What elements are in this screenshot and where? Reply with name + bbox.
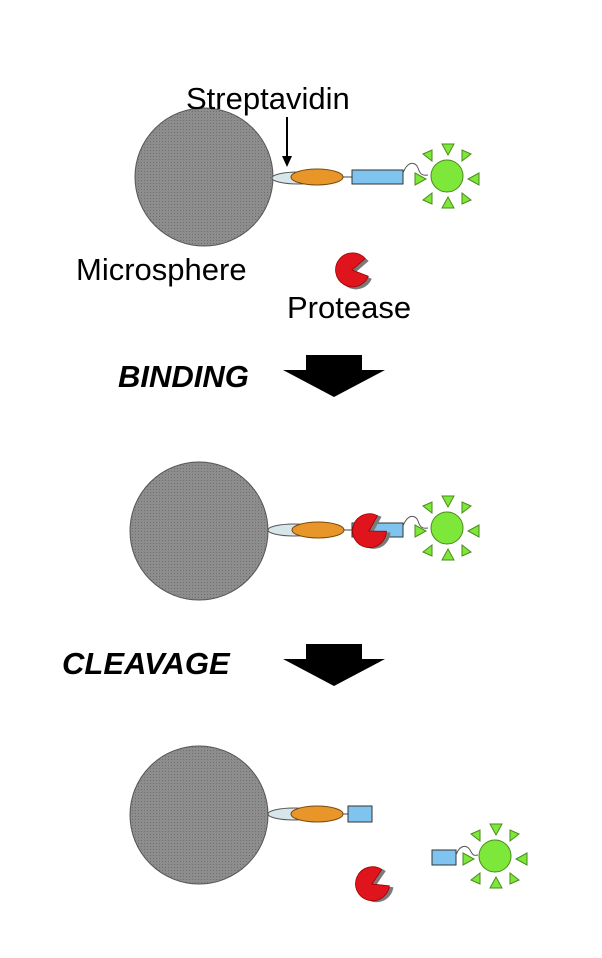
microsphere-label: Microsphere <box>76 252 247 287</box>
sun-icon <box>462 823 528 889</box>
fluor-tether-2 <box>402 515 429 529</box>
binding-step-label: BINDING <box>118 359 249 394</box>
microsphere-1 <box>134 107 274 247</box>
pacman-icon <box>349 860 398 910</box>
fluor-tether-1 <box>402 162 429 176</box>
sun-icon <box>414 143 480 209</box>
down-arrow-icon <box>283 644 385 686</box>
microsphere-3 <box>129 745 269 885</box>
substrate-1 <box>351 169 404 185</box>
substrate-fragment-bound <box>347 805 373 823</box>
microsphere-2 <box>129 461 269 601</box>
streptavidin-pointer-arrowhead <box>282 156 292 167</box>
down-arrow-icon <box>283 355 385 397</box>
stage-initial <box>134 107 480 293</box>
stage-cleaved <box>129 745 528 910</box>
cleavage-step-label: CLEAVAGE <box>62 646 230 681</box>
linker-2 <box>291 521 345 539</box>
streptavidin-label: Streptavidin <box>186 81 350 116</box>
substrate-fragment-released <box>431 849 457 866</box>
linker-3 <box>290 805 344 823</box>
linker-1 <box>290 168 344 186</box>
fluor-tether-3 <box>455 845 479 856</box>
pacman-icon <box>332 249 374 293</box>
protease-label: Protease <box>287 290 412 325</box>
stage-bound <box>129 461 480 601</box>
